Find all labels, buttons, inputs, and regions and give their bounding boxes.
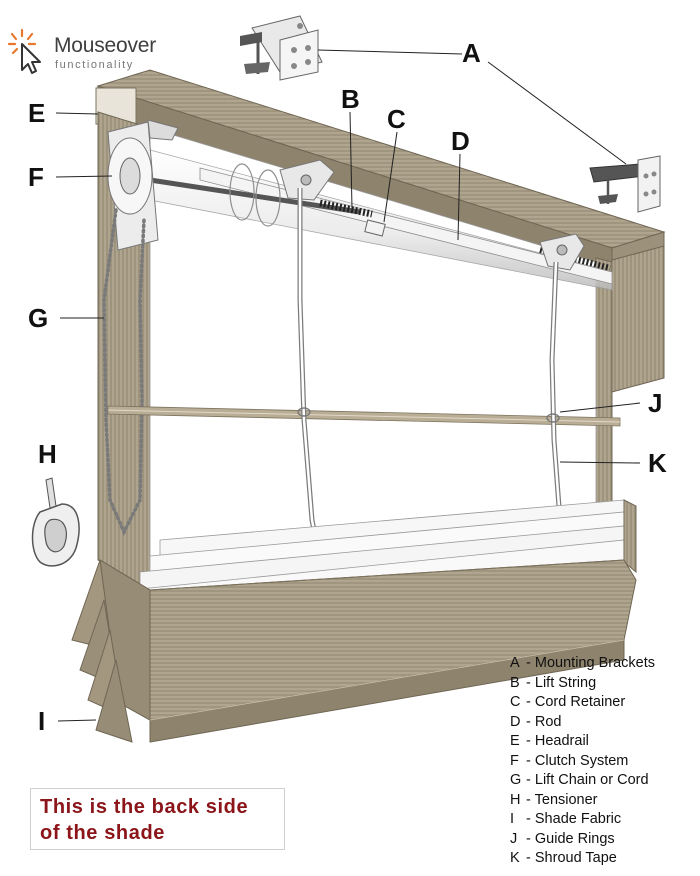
callout-i[interactable]: I [38, 706, 46, 736]
legend-item[interactable]: H - Tensioner [510, 791, 598, 808]
shade-fabric [71, 559, 637, 743]
parts-legend: A - Mounting Brackets B - Lift String C … [510, 655, 696, 870]
back-side-note: This is the back side of the shade [30, 788, 285, 850]
cord-retainer [364, 219, 386, 237]
right-return-panel [611, 245, 665, 393]
clutch-system [107, 119, 179, 251]
guide-ring-right [546, 413, 560, 423]
legend-item[interactable]: C - Cord Retainer [510, 694, 626, 710]
tensioner [31, 477, 80, 567]
callout-f[interactable]: F [28, 162, 44, 192]
logo[interactable]: Mouseover functionality [8, 24, 178, 74]
legend-item[interactable]: J - Guide Rings [510, 830, 615, 847]
callout-g[interactable]: G [28, 303, 49, 333]
legend-item[interactable]: A - Mounting Brackets [510, 655, 655, 671]
legend-item[interactable]: K - Shroud Tape [510, 850, 617, 866]
legend-item[interactable]: B - Lift String [510, 674, 597, 691]
legend-item[interactable]: I - Shade Fabric [510, 811, 622, 827]
legend-item[interactable]: D - Rod [510, 713, 562, 730]
callout-h[interactable]: H [38, 439, 57, 469]
legend-item[interactable]: G - Lift Chain or Cord [510, 772, 649, 788]
rod-support-left [279, 159, 335, 201]
legend-item[interactable]: F - Clutch System [510, 752, 629, 769]
logo-subtitle: functionality [55, 59, 134, 71]
note-line-2: of the shade [40, 822, 165, 844]
guide-ring-left [297, 407, 311, 417]
lift-chain [102, 208, 146, 537]
callout-d[interactable]: D [451, 126, 470, 156]
callout-e[interactable]: E [28, 98, 46, 128]
callout-k[interactable]: K [648, 448, 667, 478]
callout-b[interactable]: B [341, 84, 360, 114]
callout-a[interactable]: A [462, 38, 481, 68]
mounting-bracket-top [240, 15, 323, 81]
rod-support-right [539, 233, 585, 271]
logo-title: Mouseover [54, 34, 157, 57]
leader-lines [55, 49, 641, 722]
callout-j[interactable]: J [648, 388, 663, 418]
cursor-sunburst-icon [8, 28, 41, 74]
mounting-bracket-right [589, 155, 661, 213]
note-line-1: This is the back side [40, 796, 249, 818]
legend-item[interactable]: E - Headrail [510, 733, 589, 749]
callout-c[interactable]: C [387, 104, 406, 134]
